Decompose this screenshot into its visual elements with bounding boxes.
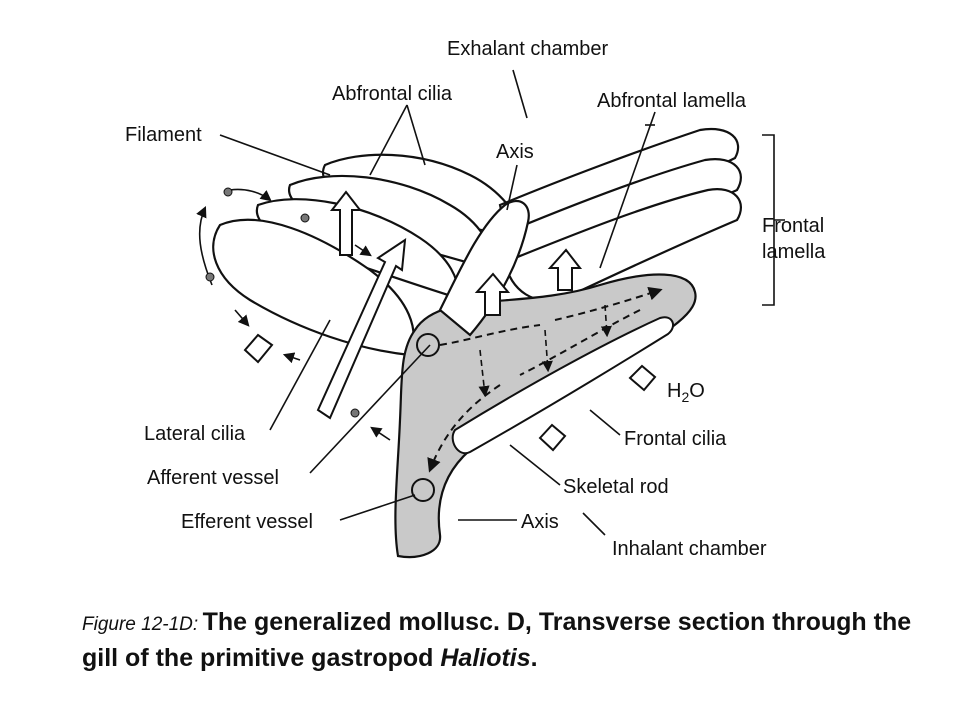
caption-tail: . — [530, 644, 538, 672]
label-h2o-h: H — [667, 380, 681, 402]
label-filament: Filament — [125, 124, 202, 146]
label-efferent-vessel: Efferent vessel — [181, 511, 313, 533]
gill-diagram: Exhalant chamber Abfrontal cilia Abfront… — [125, 38, 826, 560]
label-abfrontal-cilia: Abfrontal cilia — [332, 83, 453, 105]
label-h2o-o: O — [689, 380, 705, 402]
label-axis-top: Axis — [496, 141, 534, 163]
label-h2o-sub: 2 — [681, 389, 689, 405]
label-inhalant-chamber: Inhalant chamber — [612, 538, 767, 560]
label-exhalant-chamber: Exhalant chamber — [447, 38, 609, 60]
water-flow-arrows — [196, 187, 657, 452]
label-abfrontal-lamella: Abfrontal lamella — [597, 90, 747, 112]
label-lateral-cilia: Lateral cilia — [144, 423, 246, 445]
label-axis-bottom: Axis — [521, 511, 559, 533]
labels: Exhalant chamber Abfrontal cilia Abfront… — [125, 38, 826, 560]
label-skeletal-rod: Skeletal rod — [563, 476, 669, 498]
label-h2o: H2O — [667, 380, 705, 405]
caption-text: The generalized mollusc. D, Transverse s… — [82, 608, 912, 672]
label-frontal-lamella-1: Frontal — [762, 215, 824, 237]
leader-lines — [219, 69, 785, 536]
label-frontal-lamella-2: lamella — [762, 241, 826, 263]
caption-italic: Haliotis — [440, 644, 531, 672]
right-lamellae — [498, 127, 742, 302]
label-afferent-vessel: Afferent vessel — [147, 467, 279, 489]
caption-prefix: Figure 12-1D: — [82, 614, 199, 635]
figure-caption: Figure 12-1D: The generalized mollusc. D… — [82, 606, 942, 678]
label-frontal-cilia: Frontal cilia — [624, 428, 727, 450]
